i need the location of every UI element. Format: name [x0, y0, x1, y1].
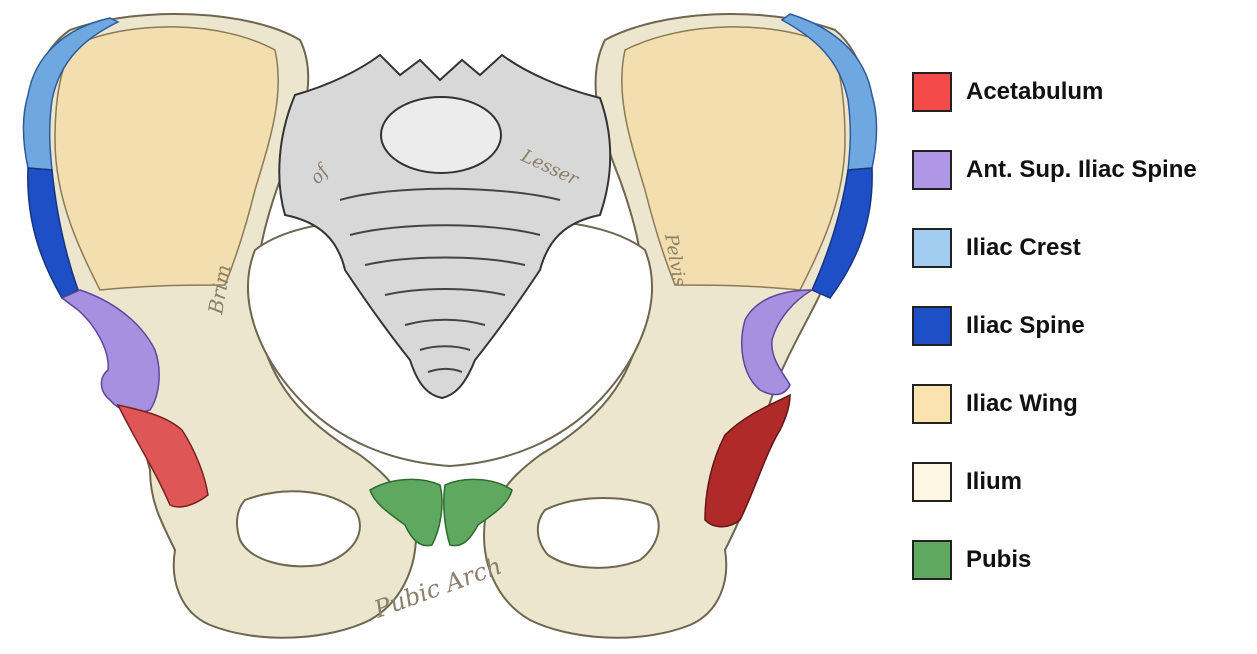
- legend-item-iliac-crest: Iliac Crest: [912, 226, 1252, 270]
- sacral-promontory: [381, 97, 501, 173]
- legend-label: Pubis: [966, 546, 1031, 574]
- legend-item-iliac-spine: Iliac Spine: [912, 304, 1252, 348]
- legend-item-iliac-wing: Iliac Wing: [912, 382, 1252, 426]
- left-obturator-foramen: [237, 491, 360, 566]
- legend-label: Iliac Crest: [966, 234, 1081, 262]
- legend-swatch: [912, 540, 952, 580]
- legend-label: Iliac Wing: [966, 390, 1078, 418]
- pelvis-diagram: Brim of Lesser Pelvis Pubic Arch: [0, 0, 900, 654]
- legend-label: Acetabulum: [966, 78, 1103, 106]
- legend-item-ant-sup-iliac-spine: Ant. Sup. Iliac Spine: [912, 148, 1252, 192]
- legend-label: Ant. Sup. Iliac Spine: [966, 156, 1197, 184]
- legend-swatch: [912, 228, 952, 268]
- legend-item-acetabulum: Acetabulum: [912, 70, 1252, 114]
- right-obturator-foramen: [538, 498, 659, 568]
- legend-swatch: [912, 306, 952, 346]
- legend-swatch: [912, 384, 952, 424]
- legend-item-pubis: Pubis: [912, 538, 1252, 582]
- legend-swatch: [912, 150, 952, 190]
- legend-label: Ilium: [966, 468, 1022, 496]
- legend-swatch: [912, 462, 952, 502]
- legend-label: Iliac Spine: [966, 312, 1085, 340]
- legend-item-ilium: Ilium: [912, 460, 1252, 504]
- legend-swatch: [912, 72, 952, 112]
